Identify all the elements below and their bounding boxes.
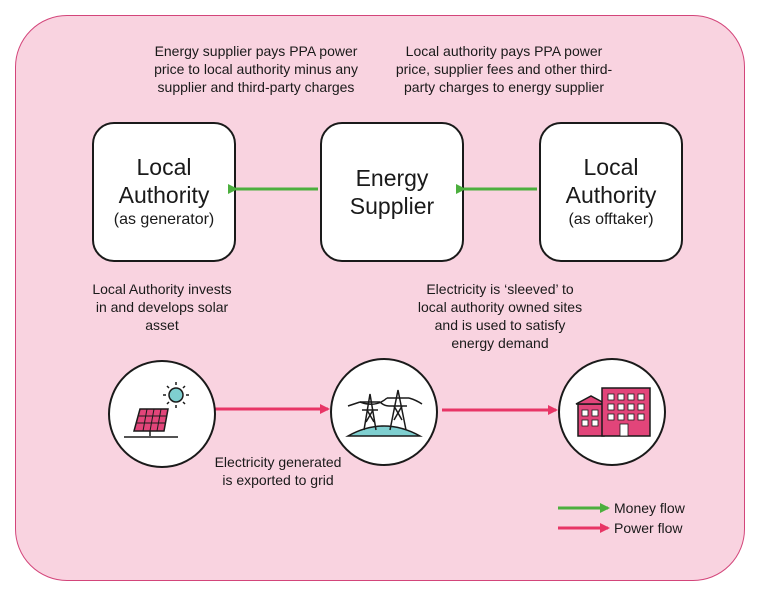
legend-money-label: Money flow: [614, 500, 685, 516]
box-subtitle: (as offtaker): [568, 211, 654, 228]
note-invests: Local Authority invests in and develops …: [92, 281, 232, 333]
note-supplier-pays: Energy supplier pays PPA power price to …: [154, 43, 358, 95]
box-local-authority-generator: Local Authority (as generator): [92, 122, 236, 262]
note-authority-pays: Local authority pays PPA power price, su…: [395, 43, 613, 95]
box-title: Energy Supplier: [349, 165, 435, 219]
box-subtitle: (as generator): [113, 211, 215, 228]
sites-circle: [558, 358, 666, 466]
solar-panel-icon: [124, 382, 189, 438]
transmission-tower-icon: [345, 389, 423, 437]
box-energy-supplier: Energy Supplier: [320, 122, 464, 262]
box-local-authority-offtaker: Local Authority (as offtaker): [539, 122, 683, 262]
box-title: Local Authority: [565, 154, 657, 208]
note-sleeved: Electricity is ‘sleeved’ to local author…: [417, 281, 583, 351]
legend-power-label: Power flow: [614, 520, 683, 536]
note-exported: Electricity generated is exported to gri…: [214, 454, 342, 488]
diagram-frame: [15, 15, 745, 581]
grid-circle: [330, 358, 438, 466]
buildings-icon: [575, 387, 651, 437]
box-title: Local Authority: [118, 154, 210, 208]
solar-asset-circle: [108, 360, 216, 468]
